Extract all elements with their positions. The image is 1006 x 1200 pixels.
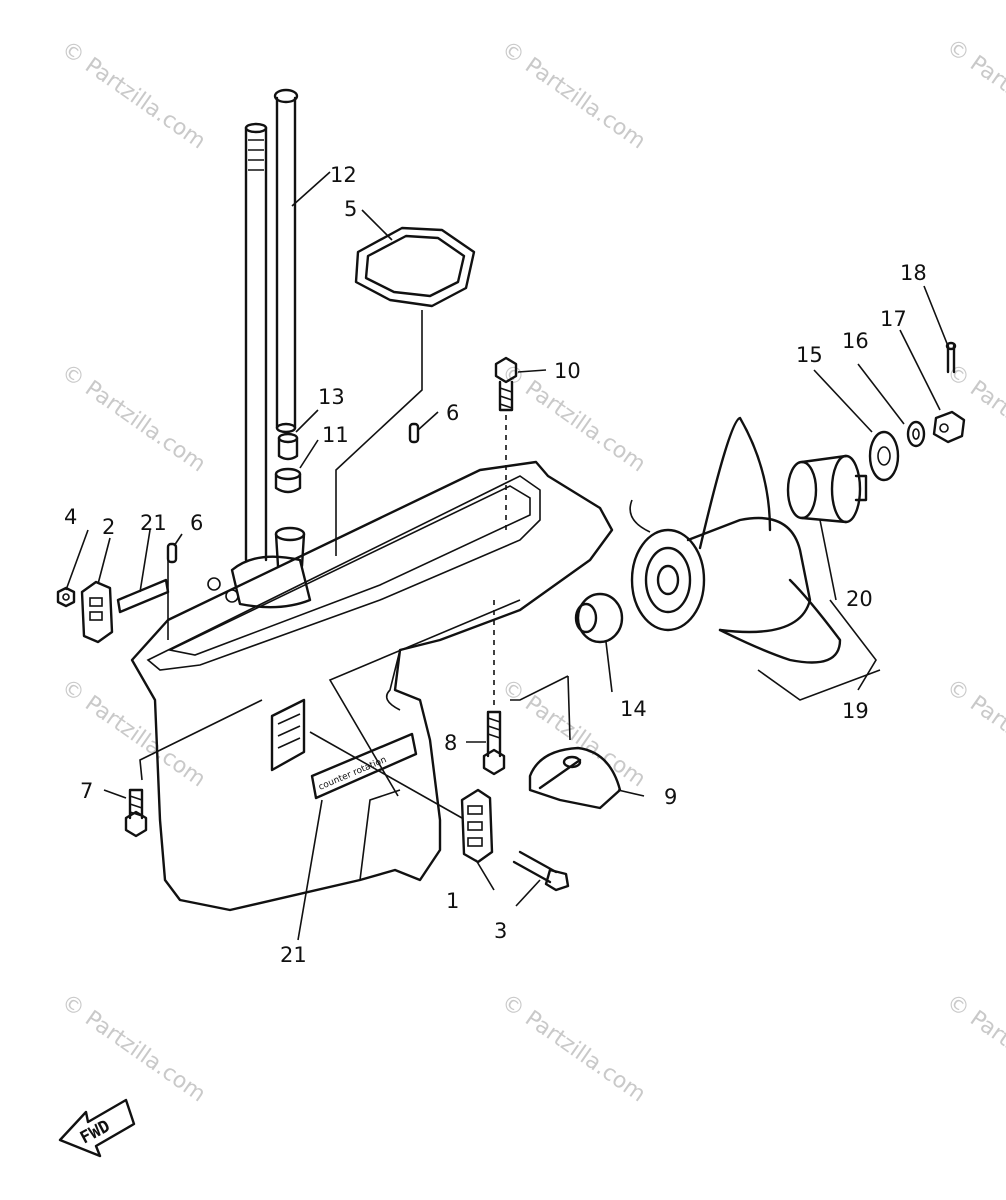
- callout-9: 9: [664, 785, 677, 809]
- callout-12: 12: [330, 163, 357, 187]
- callout-6: 6: [190, 511, 203, 535]
- counter-rotation-sticker: counter rotation: [310, 732, 418, 800]
- watermark-text: © Partzilla.com: [57, 36, 210, 154]
- callout-21: 21: [280, 943, 307, 967]
- callouts: 1 2 3 4 5 6 6 7 8 9 10 11 12 13 14 15 16…: [64, 163, 927, 967]
- decal-21-left: [116, 578, 170, 614]
- callout-15: 15: [796, 343, 823, 367]
- nut-17: [932, 410, 966, 444]
- water-pump-housing: [207, 526, 312, 609]
- callout-8: 8: [444, 731, 457, 755]
- bolt-3: [512, 850, 570, 892]
- watermark-text: © Partzilla.com: [497, 674, 650, 792]
- callout-7: 7: [80, 779, 93, 803]
- watermark-text: © Partzilla.com: [57, 674, 210, 792]
- nut-4: [56, 586, 76, 608]
- callout-16: 16: [842, 329, 869, 353]
- bolt-8: [482, 710, 506, 776]
- callout-20: 20: [846, 587, 873, 611]
- anode-2: [80, 580, 114, 644]
- bolt-7: [124, 788, 148, 838]
- callout-2: 2: [102, 515, 115, 539]
- watermark-text: © Partzilla.com: [942, 34, 1006, 152]
- callout-11: 11: [322, 423, 349, 447]
- anode-1: [460, 788, 494, 864]
- cotter-pin-18: [945, 341, 957, 374]
- bolt-10: [494, 356, 518, 412]
- forward-direction-arrow: FWD: [58, 1098, 136, 1158]
- callout-17: 17: [880, 307, 907, 331]
- drive-shaft: [244, 122, 268, 562]
- leader-lines: [65, 171, 949, 941]
- washer-15: [868, 430, 900, 482]
- watermark-text: © Partzilla.com: [497, 36, 650, 154]
- callout-10: 10: [554, 359, 581, 383]
- shift-rod: [273, 88, 299, 434]
- watermark-text: © Partzilla.com: [942, 989, 1006, 1107]
- callout-6: 6: [446, 401, 459, 425]
- watermarks: © Partzilla.com © Partzilla.com © Partzi…: [57, 34, 1006, 1107]
- watermark-text: © Partzilla.com: [57, 989, 210, 1107]
- watermark-text: © Partzilla.com: [942, 359, 1006, 477]
- lower-casing: [130, 460, 614, 912]
- washer-16: [906, 420, 926, 448]
- callout-1: 1: [446, 889, 459, 913]
- callout-18: 18: [900, 261, 927, 285]
- propeller-19: [629, 416, 842, 664]
- dowel-pin: [166, 542, 178, 564]
- side-plate: [270, 698, 306, 772]
- watermark-text: © Partzilla.com: [942, 674, 1006, 792]
- spacer-14: [574, 592, 624, 644]
- callout-19: 19: [842, 699, 869, 723]
- callout-5: 5: [344, 197, 357, 221]
- callout-21: 21: [140, 511, 167, 535]
- callout-4: 4: [64, 505, 77, 529]
- fwd-label: FWD: [77, 1116, 114, 1148]
- grommet-and-seal: [274, 432, 302, 494]
- callout-14: 14: [620, 697, 647, 721]
- callout-3: 3: [494, 919, 507, 943]
- gasket: [354, 226, 476, 308]
- watermark-text: © Partzilla.com: [57, 359, 210, 477]
- watermark-text: © Partzilla.com: [497, 989, 650, 1107]
- bushing-20: [786, 454, 868, 524]
- dowel-pin: [408, 422, 420, 444]
- callout-13: 13: [318, 385, 345, 409]
